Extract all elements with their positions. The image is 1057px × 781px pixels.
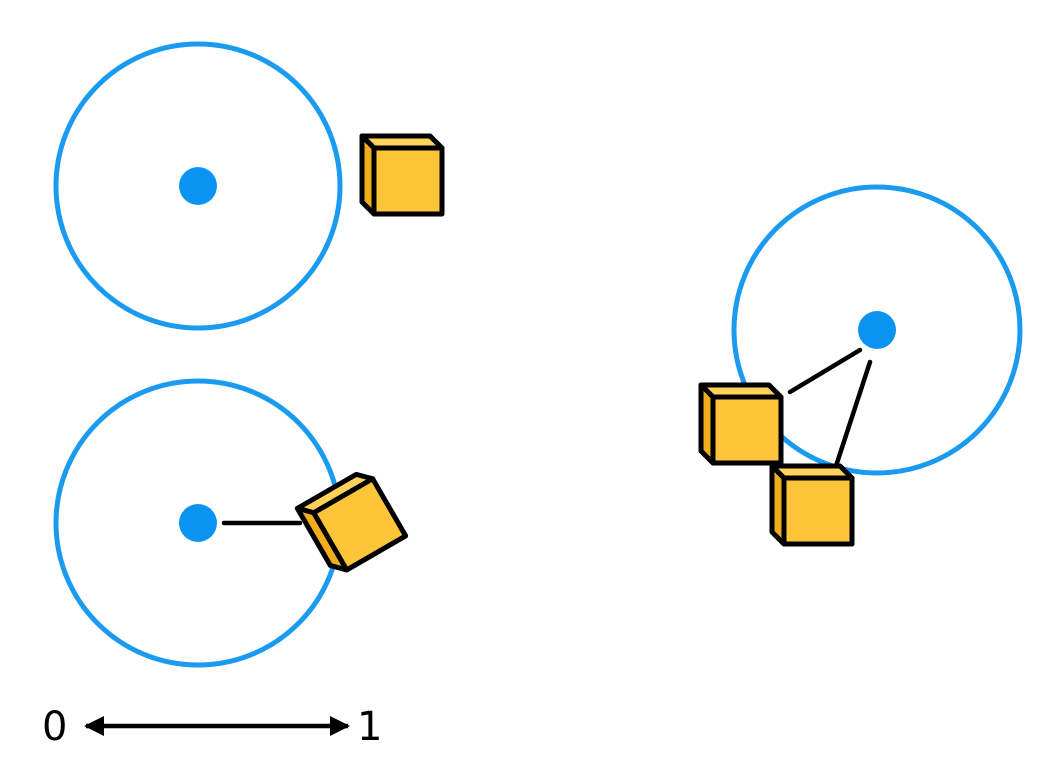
scale-end-label: 1 [357,704,382,750]
panel-box-out-of-range [53,41,445,331]
panel-boxes-in-range-pair [698,184,1023,547]
range-circle [53,41,343,331]
agent-dot [858,311,896,349]
agent-dot [179,504,217,542]
agent-dot [179,167,217,205]
connection-line [787,347,863,395]
panel-box-in-range-single [53,378,409,668]
cube-box [294,471,409,573]
cube-box [359,133,445,217]
cube-box [769,463,855,547]
scale-bar: 0 1 [42,704,382,750]
connection-line [833,359,873,469]
range-circle [731,184,1023,476]
scale-start-label: 0 [42,704,67,750]
cube-box [698,382,784,466]
